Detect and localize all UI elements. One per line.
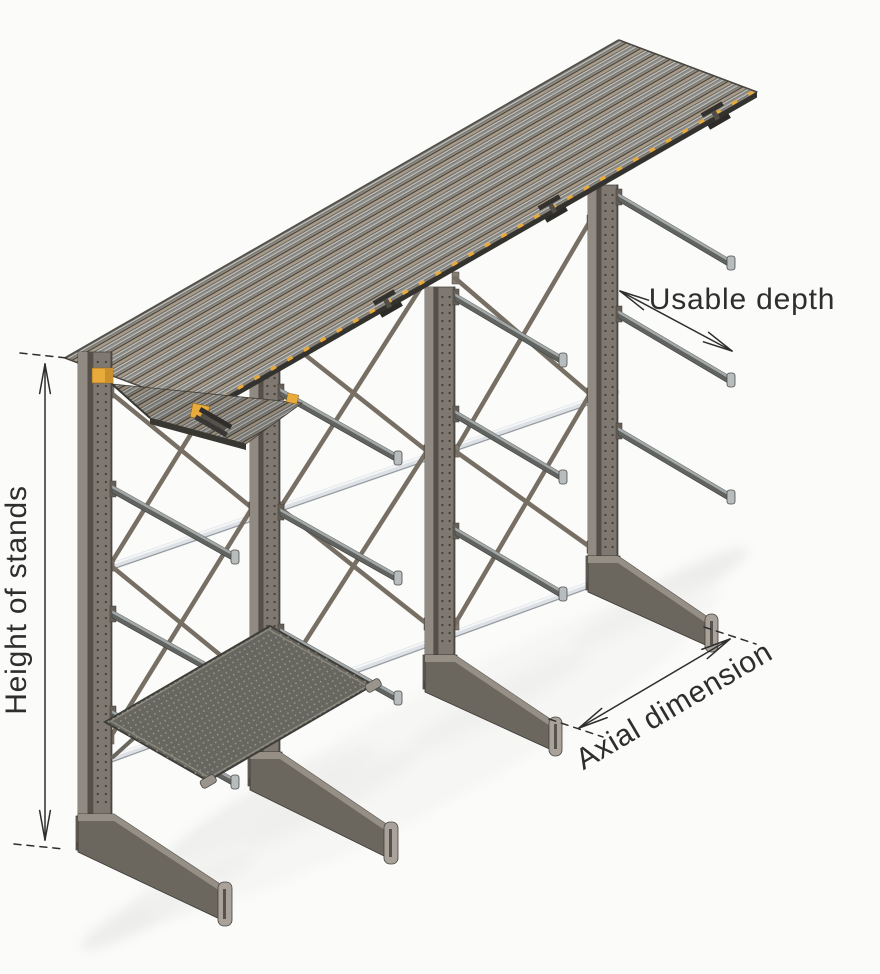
roof-sheet (63, 39, 759, 411)
usable-depth-label: Usable depth (649, 283, 835, 316)
roof-end-flap (110, 383, 304, 450)
flap-support-beam (194, 407, 233, 438)
dimension-arrows (13, 290, 757, 850)
roof-near-edge (203, 92, 757, 416)
mesh-shelf-deck (102, 624, 382, 789)
column-top-yellow-bracket-side (105, 368, 113, 383)
height-of-stands-label: Height of stands (0, 485, 33, 715)
flap-yellow-clip (285, 392, 300, 405)
corrugated-roof (63, 39, 759, 450)
upright-columns-back (247, 184, 736, 865)
roof-far-edge (64, 39, 620, 359)
roof-saddle-brackets (372, 101, 731, 318)
roof-right-edge (618, 39, 758, 93)
